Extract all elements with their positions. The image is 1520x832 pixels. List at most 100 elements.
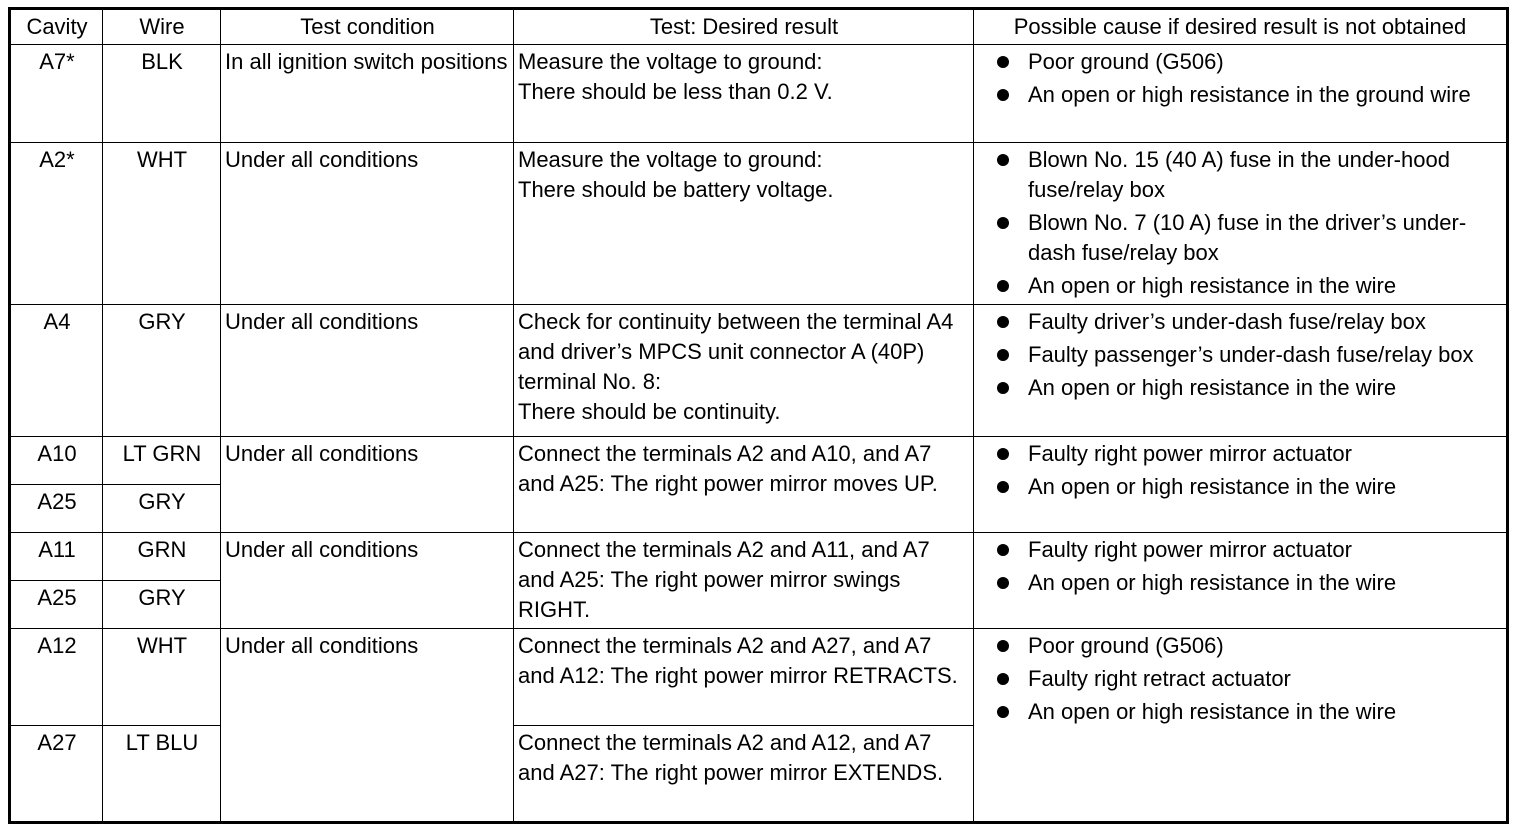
desired-result-cell: Measure the voltage to ground: There sho…: [513, 142, 974, 305]
bullet-icon: [997, 56, 1009, 68]
table-row-a27: A27 LT BLU Connect the terminals A2 and …: [9, 725, 1508, 823]
wire-color-cell: LT BLU: [102, 725, 221, 823]
table-row-a4: A4 GRY Under all conditions Check for co…: [9, 304, 1508, 437]
cause-item: An open or high resistance in the wire: [978, 697, 1503, 727]
bullet-icon: [997, 217, 1009, 229]
cavity-cell: A25: [9, 484, 103, 533]
bullet-icon: [997, 448, 1009, 460]
cause-item: Blown No. 7 (10 A) fuse in the driver’s …: [978, 208, 1503, 268]
cause-list: Faulty right power mirror actuator An op…: [978, 535, 1503, 598]
cavity-cell: A10: [9, 436, 103, 485]
desired-result-cell: Connect the terminals A2 and A27, and A7…: [513, 628, 974, 726]
bullet-icon: [997, 89, 1009, 101]
result-instruction: Measure the voltage to ground:: [518, 49, 823, 74]
table-row-a25: A25 GRY: [9, 484, 1508, 533]
cause-item: Faulty right power mirror actuator: [978, 439, 1503, 469]
cause-text: Poor ground (G506): [1028, 633, 1224, 658]
desired-result-cell: Measure the voltage to ground: There sho…: [513, 44, 974, 143]
test-condition-cell: Under all conditions: [220, 304, 514, 437]
bullet-icon: [997, 154, 1009, 166]
cavity-cell: A27: [9, 725, 103, 823]
test-condition-cell: Under all conditions: [220, 628, 514, 823]
cause-text: Faulty passenger’s under-dash fuse/relay…: [1028, 342, 1474, 367]
cause-item: Blown No. 15 (40 A) fuse in the under-ho…: [978, 145, 1503, 205]
cause-list: Faulty right power mirror actuator An op…: [978, 439, 1503, 502]
cavity-cell: A4: [9, 304, 103, 437]
cause-item: Poor ground (G506): [978, 631, 1503, 661]
desired-result-cell: Connect the terminals A2 and A11, and A7…: [513, 532, 974, 629]
cause-item: An open or high resistance in the wire: [978, 271, 1503, 301]
header-cavity: Cavity: [9, 8, 103, 45]
bullet-icon: [997, 382, 1009, 394]
bullet-icon: [997, 673, 1009, 685]
possible-cause-cell: Poor ground (G506) Faulty right retract …: [973, 628, 1508, 823]
cause-text: An open or high resistance in the wire: [1028, 474, 1397, 499]
cause-text: Faulty right retract actuator: [1028, 666, 1291, 691]
table-row-a11: A11 GRN Under all conditions Connect the…: [9, 532, 1508, 629]
result-expectation: There should be continuity.: [518, 399, 781, 424]
cause-text: Blown No. 7 (10 A) fuse in the driver’s …: [1028, 210, 1467, 265]
cause-item: An open or high resistance in the wire: [978, 373, 1503, 403]
cause-text: Blown No. 15 (40 A) fuse in the under-ho…: [1028, 147, 1450, 202]
desired-result-cell: Connect the terminals A2 and A12, and A7…: [513, 725, 974, 823]
result-expectation: There should be battery voltage.: [518, 177, 834, 202]
cause-list: Poor ground (G506) An open or high resis…: [978, 47, 1503, 110]
terminal-test-table: Cavity Wire Test condition Test: Desired…: [8, 7, 1509, 824]
header-row: Cavity Wire Test condition Test: Desired…: [9, 8, 1508, 45]
cause-item: Faulty right retract actuator: [978, 664, 1503, 694]
bullet-icon: [997, 280, 1009, 292]
cause-text: An open or high resistance in the ground…: [1028, 82, 1471, 107]
possible-cause-cell: Faulty driver’s under-dash fuse/relay bo…: [973, 304, 1508, 437]
test-condition-cell: In all ignition switch positions: [220, 44, 514, 143]
header-possible-cause: Possible cause if desired result is not …: [973, 8, 1508, 45]
cause-text: Faulty driver’s under-dash fuse/relay bo…: [1028, 309, 1426, 334]
wire-color-cell: WHT: [102, 628, 221, 726]
cause-text: An open or high resistance in the wire: [1028, 273, 1397, 298]
cause-text: Faulty right power mirror actuator: [1028, 441, 1352, 466]
cause-text: An open or high resistance in the wire: [1028, 699, 1397, 724]
cause-item: Faulty passenger’s under-dash fuse/relay…: [978, 340, 1503, 370]
table-row-a10: A10 LT GRN Under all conditions Connect …: [9, 436, 1508, 533]
wire-color-cell: GRY: [102, 580, 221, 629]
header-wire: Wire: [102, 8, 221, 45]
desired-result-cell: Connect the terminals A2 and A10, and A7…: [513, 436, 974, 533]
cavity-cell: A7*: [9, 44, 103, 143]
wire-color-cell: GRY: [102, 484, 221, 533]
cause-item: An open or high resistance in the wire: [978, 472, 1503, 502]
desired-result-cell: Check for continuity between the termina…: [513, 304, 974, 437]
result-expectation: There should be less than 0.2 V.: [518, 79, 833, 104]
wire-color-cell: BLK: [102, 44, 221, 143]
cavity-cell: A11: [9, 532, 103, 581]
possible-cause-cell: Blown No. 15 (40 A) fuse in the under-ho…: [973, 142, 1508, 305]
cause-item: Faulty right power mirror actuator: [978, 535, 1503, 565]
cause-text: Faulty right power mirror actuator: [1028, 537, 1352, 562]
test-condition-cell: Under all conditions: [220, 436, 514, 533]
cavity-cell: A2*: [9, 142, 103, 305]
bullet-icon: [997, 349, 1009, 361]
wire-color-cell: GRY: [102, 304, 221, 437]
header-test-condition: Test condition: [220, 8, 514, 45]
bullet-icon: [997, 706, 1009, 718]
test-condition-cell: Under all conditions: [220, 532, 514, 629]
bullet-icon: [997, 577, 1009, 589]
result-instruction: Check for continuity between the termina…: [518, 309, 954, 394]
cause-list: Poor ground (G506) Faulty right retract …: [978, 631, 1503, 727]
cause-item: Poor ground (G506): [978, 47, 1503, 77]
bullet-icon: [997, 316, 1009, 328]
wire-color-cell: WHT: [102, 142, 221, 305]
bullet-icon: [997, 481, 1009, 493]
cause-text: An open or high resistance in the wire: [1028, 570, 1397, 595]
cause-list: Blown No. 15 (40 A) fuse in the under-ho…: [978, 145, 1503, 301]
header-desired-result: Test: Desired result: [513, 8, 974, 45]
cause-item: An open or high resistance in the wire: [978, 568, 1503, 598]
table-row-a12: A12 WHT Under all conditions Connect the…: [9, 628, 1508, 823]
possible-cause-cell: Faulty right power mirror actuator An op…: [973, 532, 1508, 629]
cavity-cell: A25: [9, 580, 103, 629]
cause-text: An open or high resistance in the wire: [1028, 375, 1397, 400]
bullet-icon: [997, 544, 1009, 556]
result-instruction: Measure the voltage to ground:: [518, 147, 823, 172]
test-condition-cell: Under all conditions: [220, 142, 514, 305]
diagnostic-table-sheet: Cavity Wire Test condition Test: Desired…: [8, 7, 1509, 824]
possible-cause-cell: Faulty right power mirror actuator An op…: [973, 436, 1508, 533]
possible-cause-cell: Poor ground (G506) An open or high resis…: [973, 44, 1508, 143]
